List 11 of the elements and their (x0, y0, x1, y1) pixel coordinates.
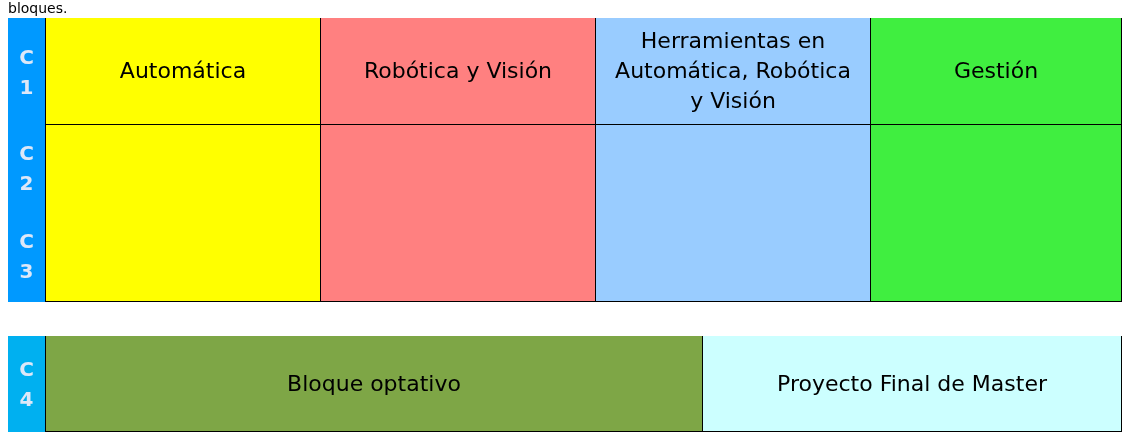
row-label-cell: C 1 (8, 18, 46, 125)
category-block: Herramientas en Automática, Robótica y Visión (596, 18, 871, 125)
category-block: Bloque optativo (46, 336, 703, 432)
caption-text: bloques. (8, 0, 68, 16)
category-block: Gestión (871, 18, 1122, 125)
row-label-cell: C 2 (8, 125, 46, 210)
category-block: Proyecto Final de Master (703, 336, 1122, 432)
row-label-cell: C 4 (8, 336, 46, 432)
category-block: Automática (46, 18, 321, 125)
row-label-cell: C 3 (8, 210, 46, 302)
category-block: Robótica y Visión (321, 18, 596, 125)
